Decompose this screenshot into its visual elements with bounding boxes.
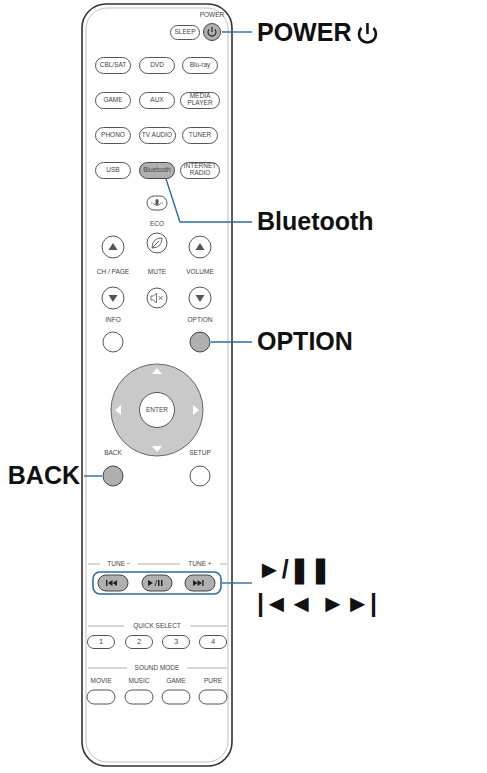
callout-label: OPTION	[257, 328, 353, 356]
button-label: INTERNET RADIO	[181, 163, 219, 177]
button-caption: TUNE +	[188, 560, 211, 567]
button-caption: ECO	[150, 220, 164, 227]
remote-button: INTERNET RADIO	[180, 162, 220, 179]
callout-label: |◄◄ ►►|	[257, 590, 377, 618]
callout-label: Bluetooth	[257, 208, 374, 236]
remote-button: TV AUDIO	[139, 127, 176, 144]
remote-button: CBL/SAT	[95, 57, 131, 74]
remote-button: USB	[95, 162, 131, 179]
remote-button: 1	[87, 635, 115, 649]
button-label: 4	[211, 638, 215, 646]
button-label: MEDIA PLAYER	[181, 93, 219, 107]
power-bar	[366, 23, 369, 34]
button-label: 3	[174, 638, 178, 646]
button-label: USB	[106, 167, 119, 174]
remote-button: DVD	[139, 57, 175, 74]
remote-button: SLEEP	[170, 25, 200, 40]
enter-button: ENTER	[139, 392, 175, 428]
button-label: DVD	[150, 62, 164, 69]
button-caption: BACK	[104, 449, 122, 456]
button-caption: MUTE	[148, 268, 166, 275]
button-caption: SETUP	[189, 449, 211, 456]
button-label: CBL/SAT	[100, 62, 127, 69]
button-label: 1	[99, 638, 103, 646]
button-caption: MUSIC	[129, 677, 150, 684]
button-label: TV AUDIO	[142, 132, 172, 139]
button-caption: TUNE −	[107, 560, 130, 567]
button-caption: CH / PAGE	[97, 268, 129, 275]
button-caption: GAME	[166, 677, 185, 684]
button-label: TUNER	[189, 132, 211, 139]
remote-button: MEDIA PLAYER	[180, 92, 220, 109]
remote-button: TUNER	[182, 127, 218, 144]
callout-label: POWER	[257, 19, 351, 47]
button-label: GAME	[103, 97, 122, 104]
remote-button: 3	[162, 635, 190, 649]
button-label: ENTER	[146, 407, 168, 414]
button-label: PHONO	[101, 132, 125, 139]
button-caption: QUICK SELECT	[133, 622, 181, 629]
button-label: 2	[137, 638, 141, 646]
remote-button: GAME	[95, 92, 131, 109]
button-label: SLEEP	[175, 29, 196, 36]
remote-button: 4	[199, 635, 227, 649]
button-caption: OPTION	[188, 316, 213, 323]
remote-button: PHONO	[95, 127, 131, 144]
remote-button: 2	[125, 635, 153, 649]
button-caption: POWER	[200, 11, 225, 18]
button-caption: PURE	[204, 677, 222, 684]
callout-label: BACK	[8, 462, 80, 490]
button-label: Blu-ray	[190, 62, 211, 69]
remote-button: AUX	[139, 92, 175, 109]
callout-label: ►/❚❚	[257, 556, 331, 584]
button-label: Bluetooth	[143, 167, 170, 174]
button-caption: INFO	[105, 316, 121, 323]
button-caption: SOUND MODE	[135, 664, 180, 671]
remote-button: Bluetooth	[139, 162, 175, 179]
remote-button: Blu-ray	[182, 57, 218, 74]
button-caption: VOLUME	[186, 268, 213, 275]
button-label: AUX	[150, 97, 163, 104]
button-caption: MOVIE	[91, 677, 112, 684]
